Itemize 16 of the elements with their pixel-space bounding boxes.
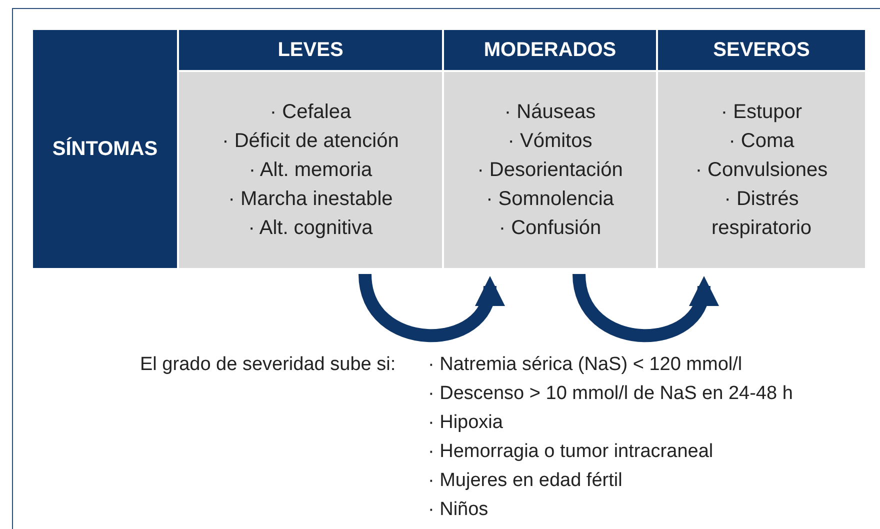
row-header: SÍNTOMAS (33, 30, 177, 268)
list-item: · Natremia sérica (NaS) < 120 mmol/l (428, 354, 742, 376)
symptom-cell: · Náuseas · Vómitos · Desorientación · Somnolencia · Confusión (444, 72, 656, 268)
column-header: SEVEROS (658, 30, 865, 70)
curved-arrow (572, 273, 716, 342)
list-item: · Hemorragia o tumor intracraneal (428, 441, 714, 463)
column-header: MODERADOS (444, 30, 656, 70)
list-item: · Hipoxia (428, 412, 503, 434)
list-item: · Niños (428, 499, 488, 521)
list-item: · Mujeres en edad fértil (428, 470, 622, 492)
symptom-cell: · Cefalea · Déficit de atención · Alt. memoria · Marcha inestable · Alt. cognitiva (179, 72, 442, 268)
list-heading: El grado de severidad sube si: (140, 354, 396, 376)
curved-arrow (358, 273, 502, 342)
list-item: · Descenso > 10 mmol/l de NaS en 24-48 h (428, 383, 793, 405)
column-header: LEVES (179, 30, 442, 70)
symptom-cell: · Estupor · Coma · Convulsiones · Distrés respiratorio (658, 72, 865, 268)
